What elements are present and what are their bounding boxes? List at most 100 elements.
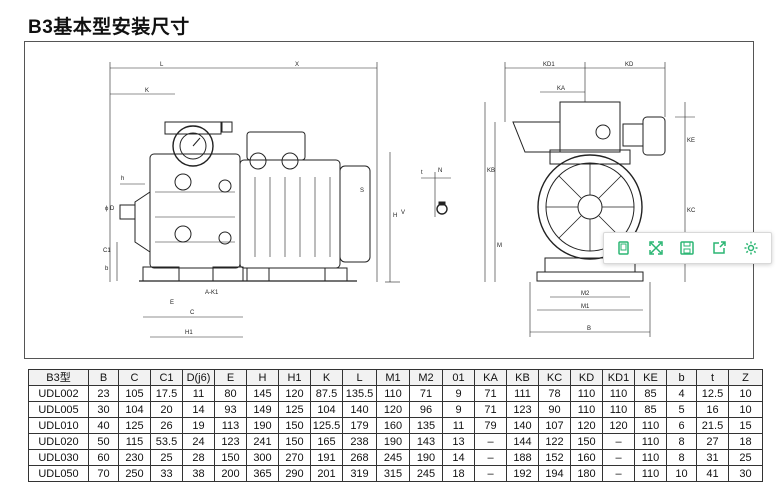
- fullscreen-button[interactable]: [645, 237, 667, 259]
- col-header: B3型: [28, 369, 89, 386]
- table-cell: 5: [666, 401, 697, 418]
- col-header: KA: [474, 369, 507, 386]
- table-cell: 104: [118, 401, 151, 418]
- table-cell: 18: [728, 433, 763, 450]
- dim-label-m2: M2: [581, 291, 590, 297]
- share-button[interactable]: [708, 237, 730, 259]
- table-cell: 10: [728, 385, 763, 402]
- table-cell: 110: [634, 417, 667, 434]
- table-cell: 71: [474, 385, 507, 402]
- table-cell: 110: [634, 449, 667, 466]
- table-cell: 28: [182, 449, 215, 466]
- table-cell: –: [602, 433, 635, 450]
- table-cell: 194: [538, 465, 571, 482]
- table-cell: 71: [474, 401, 507, 418]
- col-header: M1: [376, 369, 410, 386]
- dim-label-h1: H1: [185, 330, 193, 336]
- table-cell: 85: [634, 401, 667, 418]
- settings-icon: [744, 241, 758, 255]
- table-cell: 110: [376, 385, 410, 402]
- col-header: 01: [442, 369, 475, 386]
- table-cell: 152: [538, 449, 571, 466]
- settings-button[interactable]: [740, 237, 762, 259]
- table-cell: 19: [182, 417, 215, 434]
- table-cell: 11: [442, 417, 475, 434]
- table-cell: 90: [538, 401, 571, 418]
- table-cell: 71: [409, 385, 443, 402]
- shaft-key-detail: [421, 172, 451, 217]
- dim-label-c1: C1: [103, 248, 111, 254]
- table-cell: 41: [696, 465, 729, 482]
- table-cell: 315: [376, 465, 410, 482]
- table-cell: 125: [118, 417, 151, 434]
- table-cell: 290: [278, 465, 311, 482]
- share-icon: [713, 241, 727, 254]
- table-cell: 18: [442, 465, 475, 482]
- table-cell: 245: [409, 465, 443, 482]
- dim-label-a-k1: A-K1: [205, 290, 219, 296]
- table-cell: 268: [342, 449, 377, 466]
- table-cell: 190: [409, 449, 443, 466]
- table-cell: 150: [570, 433, 603, 450]
- table-cell: 31: [696, 449, 729, 466]
- copy-button[interactable]: [613, 237, 635, 259]
- table-cell: 87.5: [310, 385, 343, 402]
- table-cell: 135: [409, 417, 443, 434]
- table-cell: 145: [246, 385, 279, 402]
- table-cell: 93: [214, 401, 247, 418]
- dim-label-l: L: [160, 62, 164, 68]
- table-cell: 111: [506, 385, 539, 402]
- table-cell: 96: [409, 401, 443, 418]
- dim-label-b: b: [105, 266, 109, 272]
- save-button[interactable]: [676, 237, 698, 259]
- model-cell: UDL030: [28, 449, 89, 466]
- table-cell: 27: [696, 433, 729, 450]
- dim-label-m: M: [497, 243, 502, 249]
- save-icon: [680, 241, 695, 255]
- table-header-row: B3型 B C C1 D(j6) E H H1 K L M1 M2 01 KA …: [28, 369, 763, 386]
- table-cell: 160: [570, 449, 603, 466]
- table-cell: 110: [570, 385, 603, 402]
- col-header: KC: [538, 369, 571, 386]
- table-cell: 107: [538, 417, 571, 434]
- table-cell: 319: [342, 465, 377, 482]
- copy-icon: [618, 241, 629, 255]
- table-cell: 140: [342, 401, 377, 418]
- table-cell: 125: [278, 401, 311, 418]
- table-cell: 201: [310, 465, 343, 482]
- table-cell: 230: [118, 449, 151, 466]
- dimension-table: B3型 B C C1 D(j6) E H H1 K L M1 M2 01 KA …: [28, 369, 763, 482]
- table-cell: 150: [278, 417, 311, 434]
- table-cell: 190: [246, 417, 279, 434]
- table-cell: 60: [88, 449, 119, 466]
- col-header: B: [88, 369, 119, 386]
- table-cell: 85: [634, 385, 667, 402]
- col-header: E: [214, 369, 247, 386]
- col-header: KD: [570, 369, 603, 386]
- col-header: C1: [150, 369, 183, 386]
- page-title: B3基本型安装尺寸: [28, 17, 190, 38]
- table-cell: 144: [506, 433, 539, 450]
- table-cell: 150: [278, 433, 311, 450]
- col-header: H: [246, 369, 279, 386]
- dim-label-h-small: h: [121, 176, 124, 182]
- table-cell: 149: [246, 401, 279, 418]
- table-cell: 4: [666, 385, 697, 402]
- table-cell: 8: [666, 433, 697, 450]
- dim-label-s: S: [360, 188, 364, 194]
- table-cell: 125.5: [310, 417, 343, 434]
- table-cell: 179: [342, 417, 377, 434]
- table-cell: 14: [442, 449, 475, 466]
- model-cell: UDL005: [28, 401, 89, 418]
- dim-label-b-side: B: [587, 326, 591, 332]
- dim-label-kd: KD: [625, 62, 634, 68]
- dim-label-ka: KA: [557, 86, 565, 92]
- table-cell: –: [474, 465, 507, 482]
- dim-label-e: E: [170, 300, 174, 306]
- table-cell: 241: [246, 433, 279, 450]
- dim-label-v: V: [401, 210, 405, 216]
- dim-label-h: H: [393, 213, 397, 219]
- table-cell: 53.5: [150, 433, 183, 450]
